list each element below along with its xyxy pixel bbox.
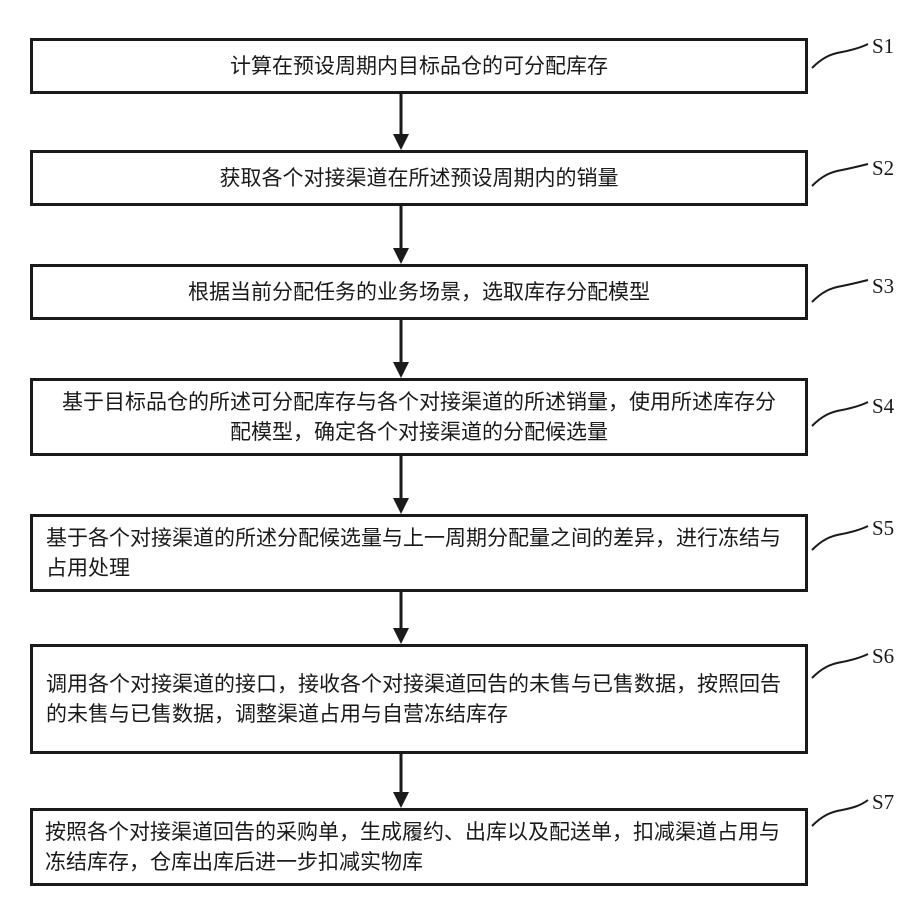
leader-s4 [812,402,868,426]
leader-s1 [812,44,868,68]
step-box-s3: 根据当前分配任务的业务场景，选取库存分配模型 [30,264,808,320]
step-label-s5: S5 [872,516,894,541]
step-box-s4: 基于目标品仓的所述可分配库存与各个对接渠道的所述销量，使用所述库存分配模型，确定… [30,378,808,456]
arrowhead-s2-s3 [393,248,409,264]
step-text-s5: 基于各个对接渠道的所述分配候选量与上一周期分配量之间的差异，进行冻结与占用处理 [34,523,804,583]
step-text-s4: 基于目标品仓的所述可分配库存与各个对接渠道的所述销量，使用所述库存分配模型，确定… [46,387,792,447]
step-box-s6: 调用各个对接渠道的接口，接收各个对接渠道回告的未售与已售数据，按照回告的未售与已… [30,644,808,754]
step-label-s1: S1 [872,34,894,59]
leader-s2 [812,164,868,186]
step-box-s5: 基于各个对接渠道的所述分配候选量与上一周期分配量之间的差异，进行冻结与占用处理 [30,514,808,592]
step-label-s4: S4 [872,394,894,419]
step-box-s7: 按照各个对接渠道回告的采购单，生成履约、出库以及配送单，扣减渠道占用与冻结库存，… [30,808,808,886]
leader-s7 [812,800,868,826]
arrowhead-s6-s7 [393,792,409,808]
step-label-s2: S2 [872,156,894,181]
step-text-s3: 根据当前分配任务的业务场景，选取库存分配模型 [180,277,658,307]
step-box-s2: 获取各个对接渠道在所述预设周期内的销量 [30,150,808,206]
step-label-s7: S7 [872,790,894,815]
step-text-s1: 计算在预设周期内目标品仓的可分配库存 [222,51,616,81]
leader-s5 [812,526,868,550]
arrowhead-s5-s6 [393,628,409,644]
step-label-s3: S3 [872,274,894,299]
step-box-s1: 计算在预设周期内目标品仓的可分配库存 [30,38,808,94]
leader-s3 [812,280,868,302]
step-label-s6: S6 [872,644,894,669]
step-text-s7: 按照各个对接渠道回告的采购单，生成履约、出库以及配送单，扣减渠道占用与冻结库存，… [33,817,805,877]
step-text-s2: 获取各个对接渠道在所述预设周期内的销量 [212,163,627,193]
arrowhead-s4-s5 [393,498,409,514]
arrowhead-s3-s4 [393,362,409,378]
arrowhead-s1-s2 [393,134,409,150]
leader-s6 [812,654,868,678]
step-text-s6: 调用各个对接渠道的接口，接收各个对接渠道回告的未售与已售数据，按照回告的未售与已… [34,669,804,729]
